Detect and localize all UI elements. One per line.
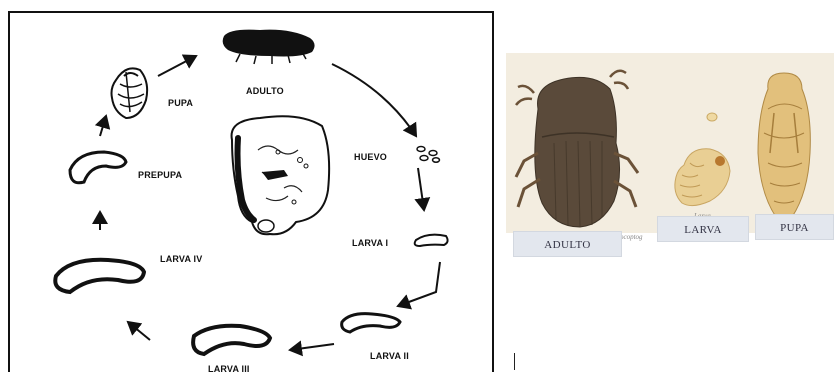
larva-2-drawing [342,314,400,332]
stage-label-pupa: PUPA [168,98,193,108]
larva-3-drawing [193,326,270,354]
text-cursor [514,353,515,370]
arrow-egg-to-larva1 [418,168,424,210]
stage-label-larva-2: LARVA II [370,351,409,361]
plate-egg [707,113,717,121]
plate-larva [675,149,730,206]
stage-label-larva-1: LARVA I [352,238,388,248]
prepupa-drawing [70,152,126,183]
arrow-larva3-to-larva4 [128,322,150,340]
arrow-larva2-to-larva3 [290,344,334,350]
stage-label-adulto: ADULTO [246,86,284,96]
plate-label-pupa: PUPA [755,214,834,240]
plate-adult-beetle [516,71,638,227]
stage-label-larva-3: LARVA III [208,364,250,374]
adult-beetle-drawing [223,30,315,64]
eggs-drawing [417,147,440,163]
plate-pupa [758,73,810,221]
arrow-prepupa-to-pupa [100,116,106,136]
stage-label-huevo: HUEVO [354,152,387,162]
pupa-drawing [112,68,148,118]
stage-label-larva-4: LARVA IV [160,254,202,264]
larva-1-drawing [415,235,448,246]
arrow-adult-to-egg [332,64,416,136]
larva-4-drawing [55,260,144,292]
plate-label-adulto: ADULTO [513,231,622,257]
wood-gallery-drawing [232,116,330,234]
arrow-larva1-to-larva2 [398,262,440,306]
plate-caption-adult: ocoptog [620,233,643,241]
plate-label-larva: LARVA [657,216,749,242]
arrow-pupa-to-adult [158,56,196,76]
plate-illustrations [506,53,834,233]
stage-label-prepupa: PREPUPA [138,170,182,180]
